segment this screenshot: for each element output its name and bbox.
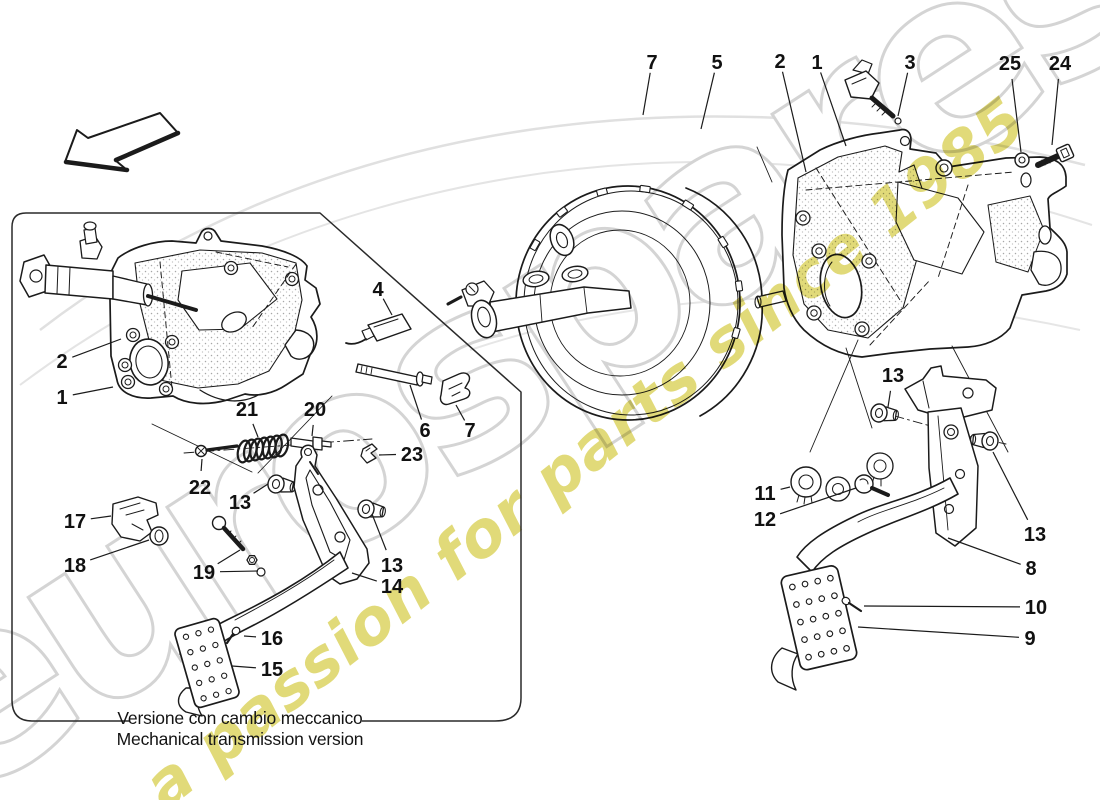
part-7-fork-clip xyxy=(439,372,471,406)
part-15-clutch-pedal xyxy=(174,551,349,717)
callout-label-19: 19 xyxy=(193,562,215,584)
callout-label-6: 6 xyxy=(419,420,430,442)
part-13-bushing xyxy=(870,403,999,451)
part-22-clevis-pin xyxy=(194,444,239,458)
brake-master-cylinder-drawing xyxy=(446,265,632,339)
callout-label-18: 18 xyxy=(64,555,86,577)
callout-label-25: 25 xyxy=(999,53,1021,75)
part-10-screw xyxy=(841,596,863,613)
callout-leader-line xyxy=(781,71,807,173)
callout-label-1: 1 xyxy=(56,387,67,409)
callout-leader-line xyxy=(253,483,269,494)
callout-label-20: 20 xyxy=(304,399,326,421)
callout-leader-line xyxy=(351,572,377,582)
direction-arrow-icon xyxy=(63,112,181,173)
callout-leader-line xyxy=(700,72,715,130)
callout-label-14: 14 xyxy=(381,576,404,598)
callout-label-16: 16 xyxy=(261,628,283,650)
callout-leader-line xyxy=(217,549,241,565)
callout-leader-line xyxy=(455,404,466,421)
callout-label-2: 2 xyxy=(56,351,67,373)
callout-label-7: 7 xyxy=(646,52,657,74)
callout-label-4: 4 xyxy=(372,279,384,301)
part-23-clip xyxy=(360,443,378,464)
callout-leader-line xyxy=(252,423,259,438)
callout-leader-line xyxy=(311,424,314,437)
callout-leader-line xyxy=(382,298,393,316)
mechanical-version-border xyxy=(11,212,522,722)
part-11-pivot-halves xyxy=(790,452,894,505)
callout-leader-line xyxy=(887,390,892,408)
callout-leader-line xyxy=(947,537,1021,565)
part-21-return-spring xyxy=(236,433,290,464)
callout-label-7: 7 xyxy=(464,420,475,442)
part-24-bolt xyxy=(1035,143,1075,168)
projection-lines-left xyxy=(151,146,773,474)
callout-leader-line xyxy=(779,487,857,515)
callout-leader-line xyxy=(642,72,651,116)
part-18-roller xyxy=(149,526,169,546)
callout-label-10: 10 xyxy=(1025,597,1047,619)
callout-label-9: 9 xyxy=(1024,628,1035,650)
callout-label-11: 11 xyxy=(754,483,775,505)
callout-leader-line xyxy=(780,486,791,490)
callout-leader-line xyxy=(1011,78,1022,153)
callout-leader-line xyxy=(820,72,847,147)
callout-leader-line xyxy=(231,665,257,669)
callout-label-17: 17 xyxy=(64,511,86,533)
callout-leader-line xyxy=(72,386,114,396)
callout-label-2: 2 xyxy=(774,51,785,73)
callout-leader-line xyxy=(371,513,387,551)
part-8-pedal-bracket xyxy=(904,365,997,547)
part-16-screw xyxy=(225,626,241,645)
callout-label-1: 1 xyxy=(811,52,822,74)
part-25-washer xyxy=(1014,152,1030,168)
callout-leader-line xyxy=(243,635,257,638)
callout-leader-line xyxy=(200,458,203,472)
callout-leader-line xyxy=(992,451,1029,521)
callout-label-8: 8 xyxy=(1025,558,1036,580)
callout-label-3: 3 xyxy=(904,52,915,74)
callout-label-5: 5 xyxy=(711,52,722,74)
callout-leader-line xyxy=(897,72,909,117)
part-13-bushing xyxy=(267,474,386,519)
part-1-pedal-box-cover-right xyxy=(781,128,1068,358)
callout-leader-line xyxy=(219,570,259,573)
clutch-master-cylinder-drawing xyxy=(19,221,198,312)
callout-label-12: 12 xyxy=(754,509,776,531)
callout-leader-line xyxy=(90,515,112,520)
part-3-sensor-switch xyxy=(844,59,902,125)
callout-label-23: 23 xyxy=(401,444,423,466)
callout-label-22: 22 xyxy=(189,477,211,499)
callout-leader-line xyxy=(72,338,122,358)
part-6-pushrod-pin xyxy=(355,363,433,387)
callout-label-13: 13 xyxy=(1024,524,1046,546)
callout-label-13: 13 xyxy=(882,365,904,387)
callout-leader-line xyxy=(409,384,423,420)
callout-label-15: 15 xyxy=(261,659,283,681)
callout-leader-line xyxy=(378,453,397,456)
callout-label-21: 21 xyxy=(236,399,258,421)
part-9-brake-pedal xyxy=(771,477,959,691)
part-4-switch xyxy=(345,313,412,345)
callout-leader-line xyxy=(863,605,1021,608)
part-17-clip xyxy=(111,496,159,542)
part-19-bolt-and-nut xyxy=(211,515,266,577)
callout-leader-line xyxy=(1051,78,1059,146)
callout-leader-line xyxy=(857,626,1020,638)
callout-leader-line xyxy=(90,539,150,561)
caption-line-english: Mechanical transmission version xyxy=(117,729,364,749)
part-2-pedal-box-cover-left xyxy=(109,227,321,405)
callout-label-24: 24 xyxy=(1049,53,1072,75)
caption-line-italian: Versione con cambio meccanico xyxy=(117,708,362,728)
part-12-pivot-pin xyxy=(854,474,890,497)
callout-label-13: 13 xyxy=(229,492,251,514)
callout-label-13: 13 xyxy=(381,555,403,577)
part-14-pedal-bracket xyxy=(293,444,370,585)
